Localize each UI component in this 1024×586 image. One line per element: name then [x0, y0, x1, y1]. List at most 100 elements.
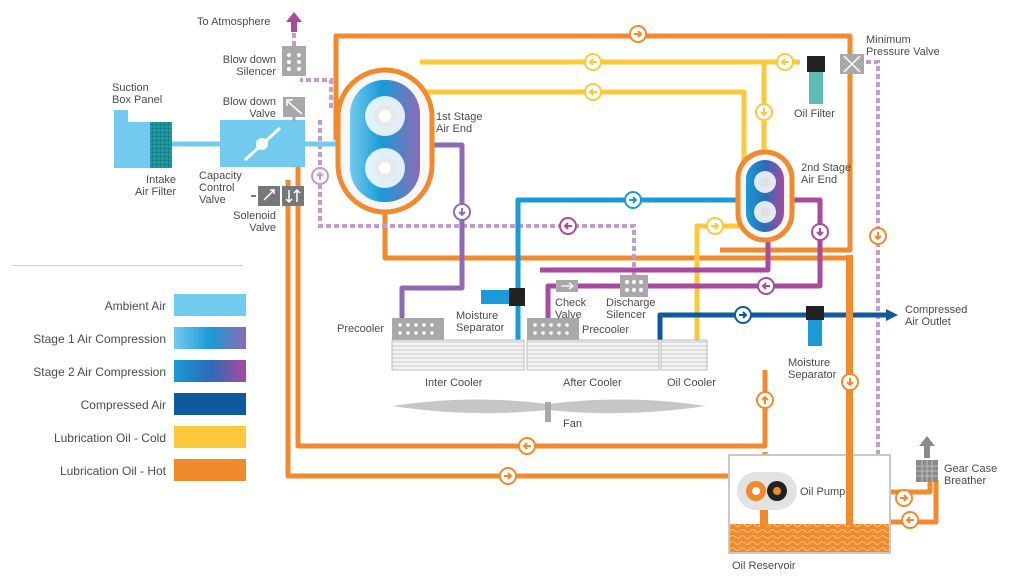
label-blow-down-valve: Blow down Valve	[206, 96, 276, 120]
first-stage-air-end	[335, 67, 435, 215]
legend-swatch	[174, 327, 246, 349]
compressed-air-lines	[657, 312, 888, 340]
legend-label: Compressed Air	[80, 398, 166, 412]
label-intake-air-filter: Intake Air Filter	[110, 174, 176, 198]
legend-label: Stage 2 Air Compression	[33, 365, 166, 379]
label-oil-filter: Oil Filter	[794, 108, 835, 120]
precooler-left-unit	[392, 318, 444, 340]
label-discharge-silencer: Discharge Silencer	[606, 297, 656, 321]
label-oil-cooler: Oil Cooler	[667, 377, 716, 389]
label-blow-down-silencer: Blow down Silencer	[206, 54, 276, 78]
label-capacity-control-valve: Capacity Control Valve	[199, 170, 242, 206]
label-stage2-line2: Air End	[801, 174, 838, 186]
flow-arrows	[311, 25, 919, 529]
legend-item: Ambient Air	[0, 294, 250, 318]
legend-label: Ambient Air	[104, 299, 166, 313]
label-blow-down-valve-line1: Blow down	[222, 96, 276, 108]
label-compressed-outlet-line1: Compressed	[905, 304, 968, 316]
label-moisture-sep1-line2: Separator	[456, 322, 505, 334]
label-check-valve-line1: Check	[555, 297, 587, 309]
label-moisture-sep2-line2: Separator	[788, 369, 837, 381]
label-gear-case-line1: Gear Case	[944, 463, 998, 475]
label-blow-down-silencer-line2: Silencer	[236, 66, 276, 78]
oil-filter	[807, 56, 825, 104]
solenoid-valve	[251, 186, 304, 206]
label-fan: Fan	[563, 418, 582, 430]
check-valve	[556, 280, 578, 292]
label-capacity-valve-line3: Valve	[199, 194, 226, 206]
label-moisture-sep2-line1: Moisture	[788, 357, 831, 369]
legend-label: Lubrication Oil - Hot	[59, 464, 166, 478]
legend-item: Lubrication Oil - Cold	[0, 426, 250, 450]
capacity-control-valve	[220, 120, 305, 167]
legend-label: Stage 1 Air Compression	[33, 332, 166, 346]
label-oil-pump: Oil Pump	[800, 486, 846, 498]
legend-swatch	[174, 294, 246, 316]
label-min-pressure-line1: Minimum	[866, 34, 911, 46]
discharge-silencer	[620, 275, 648, 297]
label-moisture-separator-2: Moisture Separator	[788, 357, 836, 381]
label-capacity-valve-line1: Capacity	[199, 170, 242, 182]
second-stage-air-end	[735, 149, 795, 243]
precooler-right-unit	[527, 318, 579, 340]
label-first-stage-air-end: 1st Stage Air End	[436, 111, 482, 135]
label-capacity-valve-line2: Control	[199, 182, 235, 194]
label-suction-box-line1: Suction	[112, 82, 149, 94]
label-intake-filter-line1: Intake	[146, 174, 176, 186]
outlet-arrow-icon	[886, 309, 898, 321]
suction-box-panel	[114, 110, 172, 168]
minimum-pressure-valve	[840, 54, 864, 74]
label-moisture-separator-1: Moisture Separator	[456, 310, 504, 334]
label-after-cooler: After Cooler	[563, 377, 622, 389]
legend-swatch	[174, 393, 246, 415]
gear-case-breather	[916, 436, 938, 482]
label-check-valve: Check Valve	[555, 297, 586, 321]
label-second-stage-air-end: 2nd Stage Air End	[801, 162, 851, 186]
legend-divider	[12, 265, 243, 266]
moisture-separator-1	[481, 288, 525, 306]
to-atmosphere-arrow-icon	[286, 12, 302, 32]
label-solenoid-line2: Valve	[249, 222, 276, 234]
label-gear-case-line2: Breather	[944, 475, 987, 487]
label-compressed-outlet-line2: Air Outlet	[905, 316, 951, 328]
legend-swatch	[174, 426, 246, 448]
fan-blades	[392, 399, 706, 422]
legend-item: Stage 1 Air Compression	[0, 327, 250, 351]
label-min-pressure-line2: Pressure Valve	[866, 46, 940, 58]
legend-swatch	[174, 459, 246, 481]
label-solenoid-line1: Solenoid	[233, 210, 276, 222]
moisture-separator-2	[806, 306, 824, 346]
label-inter-cooler: Inter Cooler	[425, 377, 483, 389]
blow-down-valve	[283, 97, 305, 122]
oil-pump-unit	[737, 472, 797, 510]
label-suction-box-panel: Suction Box Panel	[112, 82, 162, 106]
label-oil-reservoir: Oil Reservoir	[732, 560, 796, 572]
intake-filter-mesh	[150, 122, 172, 168]
label-stage2-line1: 2nd Stage	[801, 162, 852, 174]
label-moisture-sep1-line1: Moisture	[456, 310, 499, 322]
label-to-atmosphere: To Atmosphere	[197, 16, 271, 28]
label-blow-down-silencer-line1: Blow down	[222, 54, 276, 66]
label-stage1-line2: Air End	[436, 123, 473, 135]
stage1-lines	[399, 142, 465, 320]
legend-label: Lubrication Oil - Cold	[53, 431, 166, 445]
label-minimum-pressure-valve: Minimum Pressure Valve	[866, 34, 940, 58]
label-precooler-right: Precooler	[582, 324, 630, 336]
label-discharge-silencer-line1: Discharge	[606, 297, 656, 309]
label-stage1-line1: 1st Stage	[436, 111, 483, 123]
oil-reservoir-tank	[728, 255, 891, 554]
label-intake-filter-line2: Air Filter	[135, 186, 176, 198]
label-check-valve-line2: Valve	[555, 309, 582, 321]
label-solenoid-valve: Solenoid Valve	[226, 210, 276, 234]
label-compressed-air-outlet: Compressed Air Outlet	[905, 304, 967, 328]
cooler-bank	[391, 339, 708, 371]
label-suction-box-line2: Box Panel	[112, 94, 163, 106]
legend-item: Compressed Air	[0, 393, 250, 417]
blow-down-silencer	[282, 32, 306, 76]
legend-swatch	[174, 360, 246, 382]
legend-item: Lubrication Oil - Hot	[0, 459, 250, 483]
label-blow-down-valve-line2: Valve	[249, 108, 276, 120]
legend-item: Stage 2 Air Compression	[0, 360, 250, 384]
